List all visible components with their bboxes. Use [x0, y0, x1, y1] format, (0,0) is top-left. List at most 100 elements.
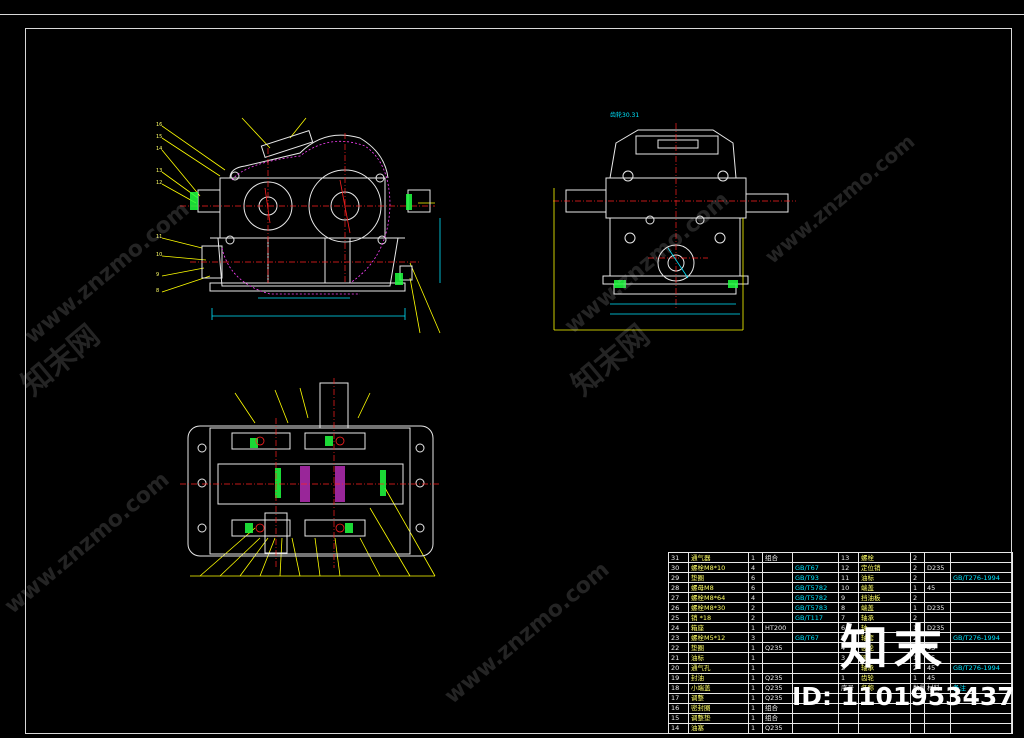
bom-cell-l-mat: Q235: [762, 722, 793, 735]
bom-cell-l-name: 螺母M8: [688, 582, 749, 594]
bom-cell-r-name: 挡油板: [858, 592, 911, 604]
bom-cell-l-qty: 1: [748, 652, 763, 664]
bom-cell-l-mat: Q235: [762, 692, 793, 704]
bom-cell-l-mat: [762, 602, 793, 614]
bom-cell-l-mat: 组合: [762, 712, 793, 724]
svg-text:16: 16: [156, 122, 162, 128]
bom-cell-l-name: 螺栓M5*12: [688, 632, 749, 644]
bom-cell-l-name: 调整垫: [688, 712, 749, 724]
bom-cell-l-mat: [762, 662, 793, 674]
drawing-id: ID: 1101953437: [792, 682, 1015, 711]
svg-text:15: 15: [156, 134, 162, 140]
bom-cell-l-no: 20: [668, 662, 689, 674]
svg-text:9: 9: [156, 272, 159, 278]
bom-cell-l-mat: [762, 612, 793, 624]
bom-cell-l-qty: 3: [748, 632, 763, 644]
bom-cell-r-std: GB/T276-1994: [950, 632, 1013, 644]
bom-cell-l-qty: 6: [748, 572, 763, 584]
bom-cell-r-std: [950, 642, 1013, 654]
bom-cell-l-qty: 4: [748, 592, 763, 604]
side-view: 齿轮30.31: [553, 111, 796, 331]
bom-cell-l-qty: 2: [748, 602, 763, 614]
bom-cell-l-no: 27: [668, 592, 689, 604]
bom-cell-l-mat: [762, 652, 793, 664]
bom-cell-r-mat: 45: [924, 582, 951, 594]
bom-cell-l-qty: 1: [748, 712, 763, 724]
bom-cell-l-mat: [762, 582, 793, 594]
bom-cell-l-no: 22: [668, 642, 689, 654]
bom-cell-l-no: 23: [668, 632, 689, 644]
bom-cell-r-mat: D235: [924, 562, 951, 574]
bom-cell-r-qty: [910, 712, 925, 724]
bom-cell-r-no: 12: [838, 562, 859, 574]
bom-cell-l-std: GB/T67: [792, 562, 839, 574]
plan-view: [180, 378, 440, 577]
bom-cell-r-std: [950, 622, 1013, 634]
bom-cell-l-no: 28: [668, 582, 689, 594]
bom-cell-l-mat: Q235: [762, 672, 793, 684]
bom-cell-r-name: 螺栓: [858, 551, 911, 564]
bom-cell-l-std: [792, 642, 839, 654]
bom-cell-l-mat: 组合: [762, 702, 793, 714]
svg-text:14: 14: [156, 146, 162, 152]
bom-cell-l-name: 销 *18: [688, 612, 749, 624]
svg-text:12: 12: [156, 180, 162, 186]
bom-cell-l-no: 19: [668, 672, 689, 684]
bom-cell-l-no: 26: [668, 602, 689, 614]
bom-cell-l-mat: [762, 562, 793, 574]
bom-cell-r-qty: 2: [910, 572, 925, 584]
bom-cell-l-name: 调整: [688, 692, 749, 704]
bom-cell-l-name: 封油: [688, 672, 749, 684]
bom-cell-l-std: [792, 662, 839, 674]
bom-cell-r-std: [950, 592, 1013, 604]
bom-cell-l-qty: 1: [748, 551, 763, 564]
bom-cell-r-qty: [910, 722, 925, 735]
bom-cell-r-mat: [924, 712, 951, 724]
svg-text:10: 10: [156, 252, 162, 258]
bom-cell-r-name: [858, 712, 911, 724]
bom-cell-l-name: 螺栓M8*30: [688, 602, 749, 614]
bom-cell-l-mat: [762, 572, 793, 584]
bom-cell-r-std: [950, 722, 1013, 735]
bom-cell-r-no: 10: [838, 582, 859, 594]
bom-cell-l-qty: 1: [748, 692, 763, 704]
bom-cell-l-no: 15: [668, 712, 689, 724]
bom-cell-r-qty: 1: [910, 582, 925, 594]
bom-cell-r-std: [950, 602, 1013, 614]
bom-cell-l-std: [792, 622, 839, 634]
bom-cell-l-name: 通气器: [688, 551, 749, 564]
side-view-label: 齿轮30.31: [610, 111, 639, 119]
bom-cell-l-std: GB/T5783: [792, 602, 839, 614]
bom-cell-l-qty: 2: [748, 612, 763, 624]
bom-cell-l-mat: [762, 632, 793, 644]
bom-cell-l-no: 25: [668, 612, 689, 624]
bom-cell-l-qty: 1: [748, 702, 763, 714]
bom-cell-r-std: [950, 562, 1013, 574]
bom-cell-l-std: GB/T67: [792, 632, 839, 644]
bom-cell-l-mat: Q235: [762, 642, 793, 654]
bom-cell-l-name: 螺栓M8*64: [688, 592, 749, 604]
brand-logo: 知末: [840, 620, 949, 676]
bom-cell-l-std: [792, 722, 839, 735]
bom-cell-r-std: [950, 612, 1013, 624]
bom-cell-l-std: GB/T5782: [792, 592, 839, 604]
bom-cell-l-no: 24: [668, 622, 689, 634]
bom-cell-l-no: 14: [668, 722, 689, 735]
bom-cell-l-mat: HT200: [762, 622, 793, 634]
sheet-top-border: [0, 14, 1024, 15]
bom-cell-l-qty: 1: [748, 642, 763, 654]
bom-cell-r-std: GB/T276-1994: [950, 662, 1013, 674]
bom-cell-l-qty: 1: [748, 622, 763, 634]
bom-cell-l-std: GB/T117: [792, 612, 839, 624]
